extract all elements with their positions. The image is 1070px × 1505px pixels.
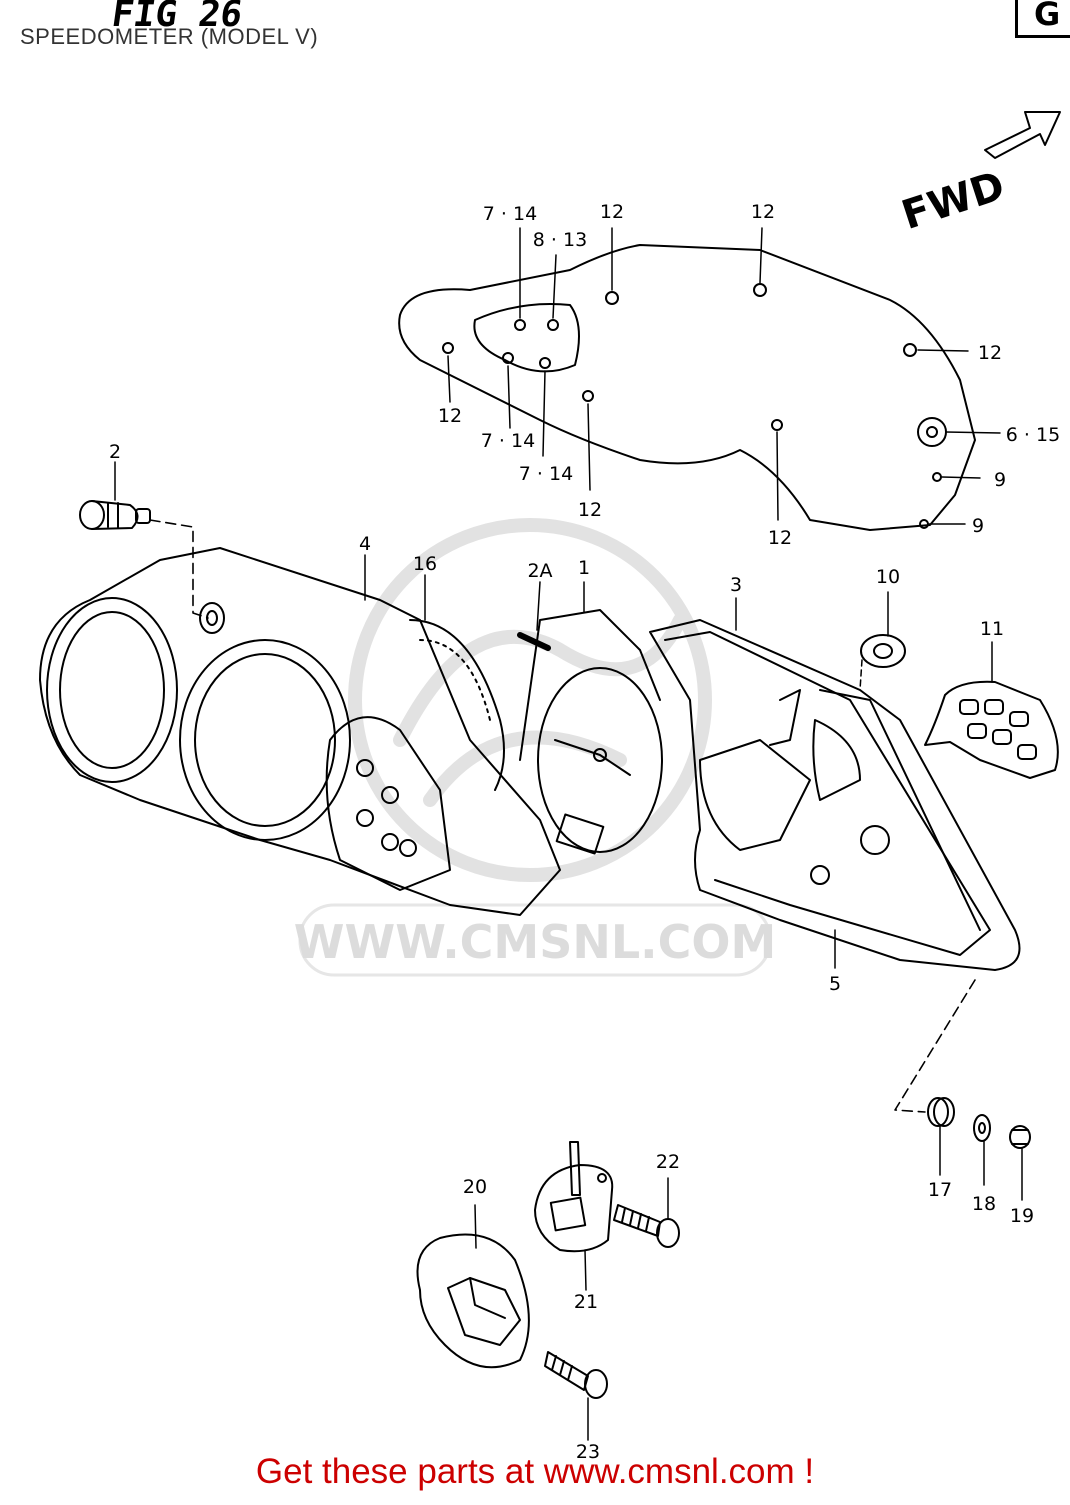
callout-8-13: 8 · 13 xyxy=(533,229,587,251)
callout-12-top-left: 12 xyxy=(600,201,624,223)
callout-12-bottom-right: 12 xyxy=(768,527,792,549)
footer-link-text[interactable]: Get these parts at www.cmsnl.com ! xyxy=(255,1452,815,1491)
back-panel-inset xyxy=(473,303,580,373)
grommet-part xyxy=(859,634,906,691)
callout-20: 20 xyxy=(463,1176,487,1198)
callout-5: 5 xyxy=(829,973,841,995)
callout-9-lower: 9 xyxy=(972,515,984,537)
callout-12-top-right: 12 xyxy=(751,201,775,223)
back-panel-holes xyxy=(442,283,947,529)
tacho-ticks xyxy=(419,639,491,721)
bulb-part xyxy=(79,500,151,530)
callout-1: 1 xyxy=(578,557,590,579)
callout-23: 23 xyxy=(576,1441,600,1463)
screw-23 xyxy=(544,1351,608,1399)
callout-6-15: 6 · 15 xyxy=(1006,424,1060,446)
callout-12-bottom-left: 12 xyxy=(578,499,602,521)
callout-16: 16 xyxy=(413,553,437,575)
callout-11: 11 xyxy=(980,618,1004,640)
mount-bracket xyxy=(416,1233,530,1369)
callout-12-left: 12 xyxy=(438,405,462,427)
watermark-text: WWW.CMSNL.COM xyxy=(294,915,777,969)
back-panel xyxy=(398,244,976,531)
callout-9-upper: 9 xyxy=(994,469,1006,491)
callout-2a: 2A xyxy=(527,560,552,582)
callout-10: 10 xyxy=(876,566,900,588)
callout-2: 2 xyxy=(109,441,121,463)
callout-12-right: 12 xyxy=(978,342,1002,364)
callout-labels: 7 · 14 8 · 13 12 12 12 12 7 · 14 7 · 14 … xyxy=(109,201,1060,1463)
indicator-panel xyxy=(924,680,1059,779)
watermark-pill xyxy=(298,903,772,977)
hardware-dash-line xyxy=(894,979,976,1113)
watermark-emblem xyxy=(348,518,712,882)
callout-18: 18 xyxy=(972,1193,996,1215)
section-letter-box: G xyxy=(1015,0,1070,38)
callout-7-14-low: 7 · 14 xyxy=(519,463,573,485)
front-frame xyxy=(649,619,1021,971)
callout-3: 3 xyxy=(730,574,742,596)
bulb-dash-line xyxy=(149,519,209,619)
part-leaders xyxy=(114,461,1023,1441)
screw-22 xyxy=(613,1204,680,1248)
fwd-arrow-icon xyxy=(984,111,1061,159)
callout-7-14-mid: 7 · 14 xyxy=(481,430,535,452)
back-panel-leaders xyxy=(447,227,1001,525)
callout-21: 21 xyxy=(574,1291,598,1313)
tacho-ring xyxy=(409,619,505,791)
speedometer-gauge xyxy=(517,609,663,855)
cable-fitting xyxy=(534,1141,614,1253)
callout-4: 4 xyxy=(359,533,371,555)
fwd-label: FWD xyxy=(896,163,1010,239)
hardware-parts xyxy=(927,1097,1031,1149)
callout-7-14-top: 7 · 14 xyxy=(483,203,537,225)
callout-17: 17 xyxy=(928,1179,952,1201)
callout-19: 19 xyxy=(1010,1205,1034,1227)
lower-housing xyxy=(39,547,561,916)
diagram-caption: SPEEDOMETER (MODEL V) xyxy=(20,24,319,49)
callout-22: 22 xyxy=(656,1151,680,1173)
